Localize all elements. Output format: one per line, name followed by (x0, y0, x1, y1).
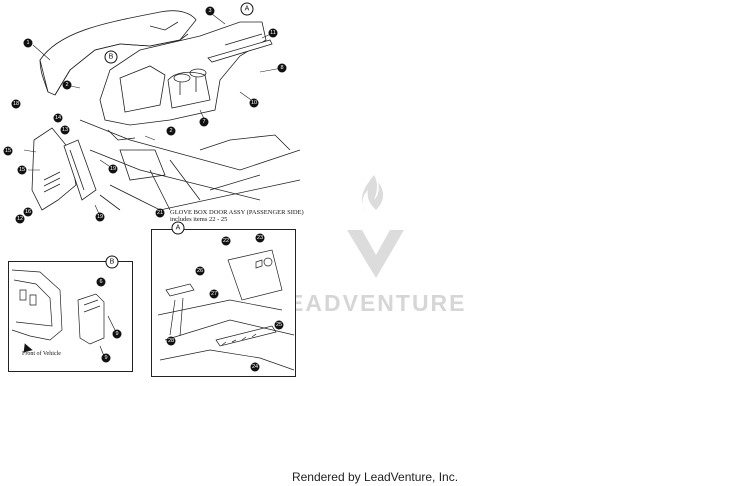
callout-13: 13 (62, 127, 68, 133)
callout-14: 14 (55, 115, 61, 121)
callout-3: 3 (208, 8, 211, 14)
dashboard-main-panel (99, 21, 267, 126)
inset-b-caption: Front of Vehicle (22, 351, 61, 357)
callout-6: 6 (99, 279, 102, 285)
callout-11: 11 (270, 30, 276, 36)
tray-part (207, 39, 273, 63)
inset-b-frame (8, 261, 133, 372)
callout-26: 26 (197, 268, 203, 274)
callout-28: 28 (168, 338, 174, 344)
callout-2b: 2 (169, 128, 172, 134)
callout-12: 12 (17, 216, 23, 222)
glove-box-note-line1: GLOVE BOX DOOR ASSY (PASSENGER SIDE) (170, 209, 304, 216)
callout-25: 25 (276, 322, 282, 328)
callout-7: 7 (202, 119, 205, 125)
callout-19b: 19 (97, 214, 103, 220)
callout-8: 8 (280, 65, 283, 71)
callout-24: 24 (252, 364, 258, 370)
callout-2: 2 (65, 82, 68, 88)
callout-9b: 9 (104, 355, 107, 361)
letter-a-top: A (245, 6, 250, 13)
callout-1: 1 (26, 40, 29, 46)
callout-27: 27 (211, 291, 217, 297)
glove-box-note-line2: includes items 22 - 25 (170, 216, 228, 223)
callout-10: 10 (251, 100, 257, 106)
callout-16: 16 (25, 209, 31, 215)
footer-credit: Rendered by LeadVenture, Inc. (291, 470, 459, 484)
callout-18: 18 (13, 101, 19, 107)
callout-21: 21 (157, 210, 163, 216)
callout-23: 23 (257, 235, 263, 241)
callout-9: 9 (115, 331, 118, 337)
glove-box-note: GLOVE BOX DOOR ASSY (PASSENGER SIDE) inc… (170, 209, 304, 223)
letter-b-inset: B (110, 259, 115, 266)
dashboard-top-panel (39, 10, 197, 96)
letter-a-inset: A (176, 225, 181, 232)
callout-15: 15 (5, 148, 11, 154)
callout-19: 19 (110, 166, 116, 172)
callout-15b: 15 (19, 167, 25, 173)
letter-b-top: B (109, 54, 114, 61)
callout-22: 22 (223, 238, 229, 244)
watermark-text: LEADVENTURE (272, 290, 467, 316)
side-panel-middle (63, 139, 97, 201)
